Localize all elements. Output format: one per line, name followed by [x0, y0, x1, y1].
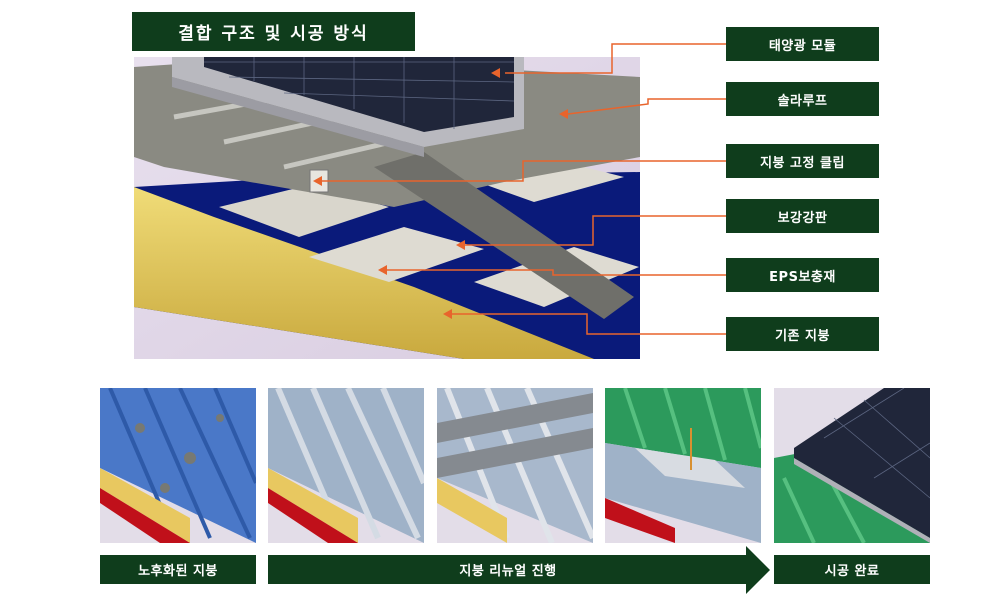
step-thumbnail-eps-fill: [268, 388, 424, 543]
callout-reinforcing-plate: 보강강판: [726, 199, 879, 233]
callout-solar-roof: 솔라루프: [726, 82, 879, 116]
step-label-renewal-in-progress: 지붕 리뉴얼 진행: [459, 564, 557, 579]
callout-eps-insulation: EPS보충재: [726, 258, 879, 292]
step-thumbnail-completed: [774, 388, 930, 543]
progress-arrow: [268, 546, 770, 594]
solar-panel: [172, 57, 524, 157]
step-thumbnail-green-roof: [605, 388, 761, 543]
callout-solar-module: 태양광 모듈: [726, 27, 879, 61]
figure-title: 결합 구조 및 시공 방식: [132, 12, 415, 51]
step-thumbnail-plate-install: [437, 388, 593, 543]
eps-block: [309, 227, 484, 282]
roof-clip-part: [309, 169, 329, 193]
step-label-completed: 시공 완료: [774, 555, 930, 584]
step-label-aged-roof: 노후화된 지붕: [100, 555, 256, 584]
callout-roof-clip: 지붕 고정 클립: [726, 144, 879, 178]
step-thumbnail-aged-roof: [100, 388, 256, 543]
roof-cross-section-illustration: [134, 57, 640, 359]
callout-existing-roof: 기존 지붕: [726, 317, 879, 351]
